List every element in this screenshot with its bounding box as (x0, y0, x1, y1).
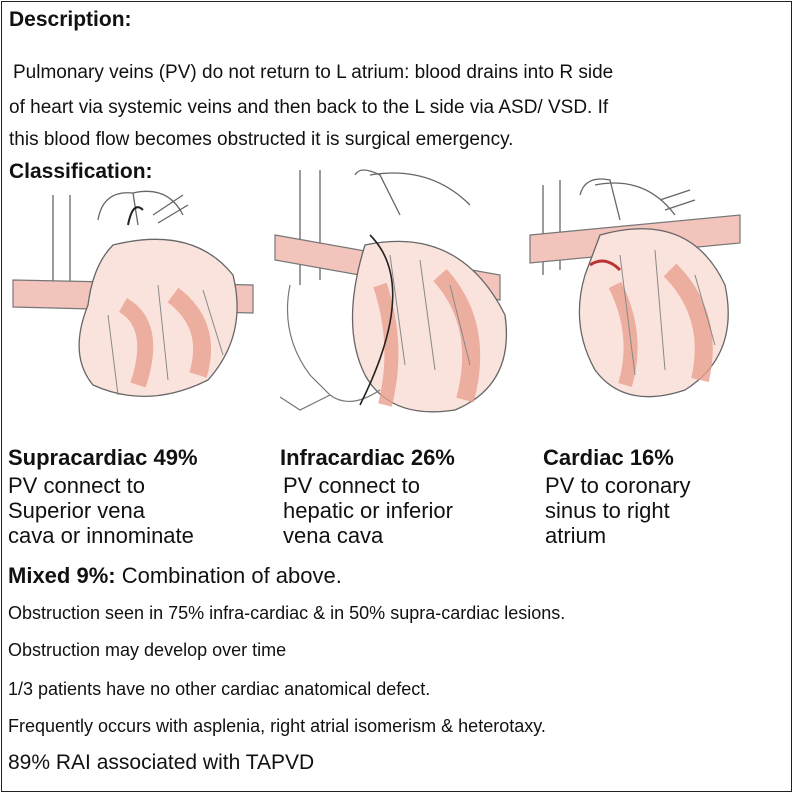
supracardiac-heart-illustration (8, 185, 258, 410)
infracardiac-line-1: PV connect to (283, 473, 453, 498)
infracardiac-description: PV connect to hepatic or inferior vena c… (283, 473, 453, 548)
mixed-text: Combination of above. (116, 563, 342, 588)
supracardiac-line-2: Superior vena (8, 498, 194, 523)
description-line-1: Pulmonary veins (PV) do not return to L … (13, 57, 613, 88)
mixed-type-line: Mixed 9%: Combination of above. (8, 563, 342, 588)
infracardiac-line-2: hepatic or inferior (283, 498, 453, 523)
note-2: Obstruction may develop over time (8, 640, 286, 661)
cardiac-description: PV to coronary sinus to right atrium (545, 473, 691, 548)
cardiac-line-1: PV to coronary (545, 473, 691, 498)
mixed-label: Mixed 9%: (8, 563, 116, 588)
supracardiac-title: Supracardiac 49% (8, 445, 198, 471)
infracardiac-title: Infracardiac 26% (280, 445, 455, 471)
description-line-2: of heart via systemic veins and then bac… (9, 92, 608, 123)
note-5: 89% RAI associated with TAPVD (8, 751, 314, 775)
note-4: Frequently occurs with asplenia, right a… (8, 716, 546, 737)
note-1: Obstruction seen in 75% infra-cardiac & … (8, 603, 565, 624)
classification-heading: Classification: (9, 160, 153, 184)
cardiac-line-2: sinus to right (545, 498, 691, 523)
cardiac-title: Cardiac 16% (543, 445, 674, 471)
cardiac-heart-illustration (525, 175, 755, 415)
description-heading: Description: (9, 8, 132, 32)
infracardiac-line-3: vena cava (283, 523, 453, 548)
supracardiac-line-1: PV connect to (8, 473, 194, 498)
supracardiac-description: PV connect to Superior vena cava or inno… (8, 473, 194, 548)
note-3: 1/3 patients have no other cardiac anato… (8, 679, 430, 700)
supracardiac-line-3: cava or innominate (8, 523, 194, 548)
infracardiac-heart-illustration (270, 165, 525, 420)
description-line-3: this blood flow becomes obstructed it is… (9, 124, 513, 155)
cardiac-line-3: atrium (545, 523, 691, 548)
